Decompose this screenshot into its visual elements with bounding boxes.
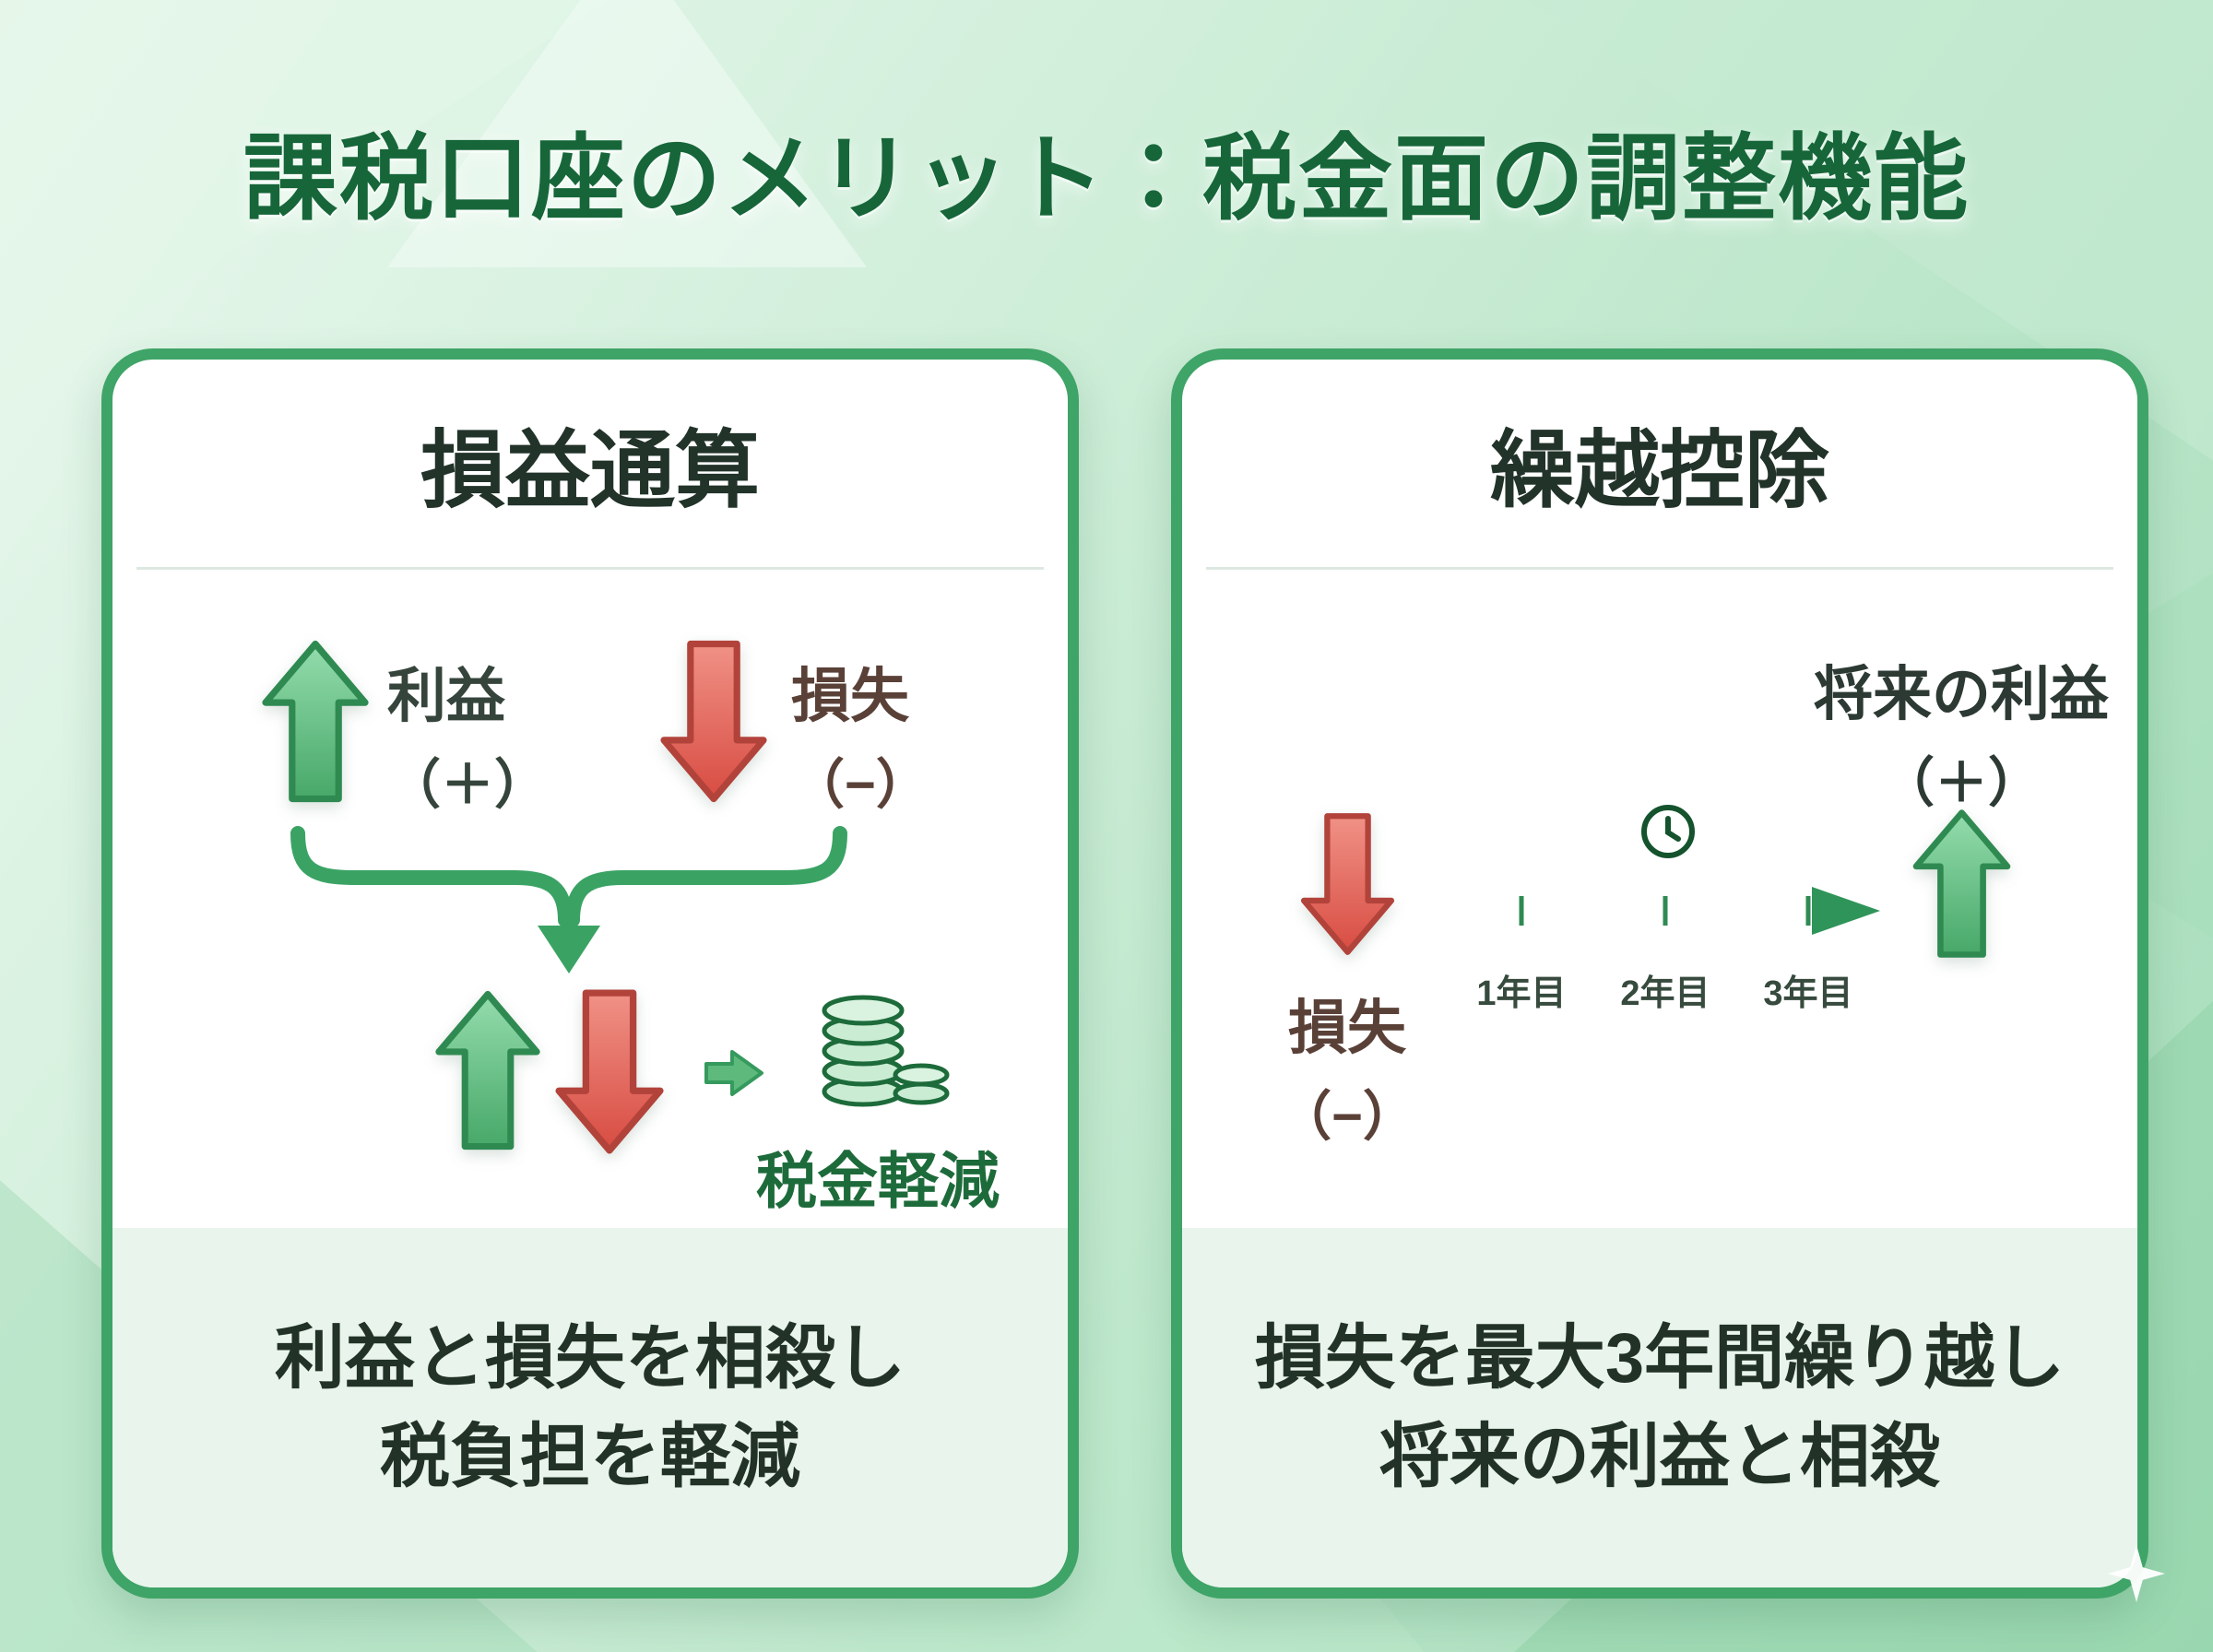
left-card-body: 利益 （＋） 損失 （−） <box>112 570 1068 1228</box>
header-divider <box>1206 567 2113 570</box>
page-title: 課税口座のメリット：税金面の調整機能 <box>243 126 1970 231</box>
year-label: 2年目 <box>1620 974 1710 1013</box>
year-label: 1年目 <box>1476 974 1567 1013</box>
profit-loss-offset-card: 損益通算 利益 （＋） 損失 （−） <box>101 348 1079 1599</box>
loss-down-arrow-icon <box>1295 811 1401 957</box>
profit-label: 利益 <box>387 663 505 729</box>
loss-label-block: 損失 （−） <box>1232 981 1462 1150</box>
right-card-title: 繰越控除 <box>1489 424 1829 518</box>
left-card-header: 損益通算 <box>112 360 1068 567</box>
offset-up-arrow-icon <box>433 986 542 1154</box>
future-profit-label-block: 将来の利益 （＋） <box>1754 647 2137 817</box>
header-divider <box>136 567 1044 570</box>
future-profit-up-arrow-icon <box>1909 808 2015 960</box>
tax-reduction-text: 税金軽減 <box>756 1147 1000 1215</box>
loss-sign: （−） <box>791 755 929 815</box>
right-card-body: 損失 （−） 1年目 2年目 <box>1182 570 2137 1228</box>
profit-up-arrow-icon <box>260 636 371 807</box>
loss-down-arrow-icon <box>658 636 769 807</box>
clock-icon <box>1639 802 1698 861</box>
left-card-title: 損益通算 <box>420 424 760 518</box>
footer-line: 税負担を軽減 <box>380 1418 800 1496</box>
year-label: 3年目 <box>1763 974 1853 1013</box>
merge-brace-icon <box>283 826 855 983</box>
coin-stack-icon <box>815 983 953 1112</box>
footer-line: 損失を最大3年間繰り越し <box>1254 1318 2065 1398</box>
loss-sign: （−） <box>1278 1087 1416 1147</box>
footer-line: 利益と損失を相殺し <box>275 1318 905 1398</box>
right-arrow-icon <box>701 1044 767 1102</box>
offset-down-arrow-icon <box>553 977 666 1166</box>
carryover-deduction-card: 繰越控除 損失 （−） <box>1171 348 2148 1599</box>
right-card-footer: 損失を最大3年間繰り越し 将来の利益と相殺 <box>1182 1228 2137 1587</box>
right-card-header: 繰越控除 <box>1182 360 2137 567</box>
loss-label-block: 損失 （−） <box>791 649 929 819</box>
loss-label: 損失 <box>1288 995 1406 1061</box>
left-card-footer: 利益と損失を相殺し 税負担を軽減 <box>112 1228 1068 1587</box>
profit-sign: （＋） <box>387 755 549 815</box>
profit-label-block: 利益 （＋） <box>387 649 548 819</box>
timeline-arrow-icon <box>1431 872 1883 992</box>
loss-label: 損失 <box>791 663 909 729</box>
tax-reduction-label: 税金軽減 <box>721 1132 1035 1221</box>
future-profit-label: 将来の利益 <box>1814 661 2109 727</box>
future-profit-sign: （＋） <box>1880 753 2041 813</box>
footer-line: 将来の利益と相殺 <box>1379 1418 1940 1496</box>
